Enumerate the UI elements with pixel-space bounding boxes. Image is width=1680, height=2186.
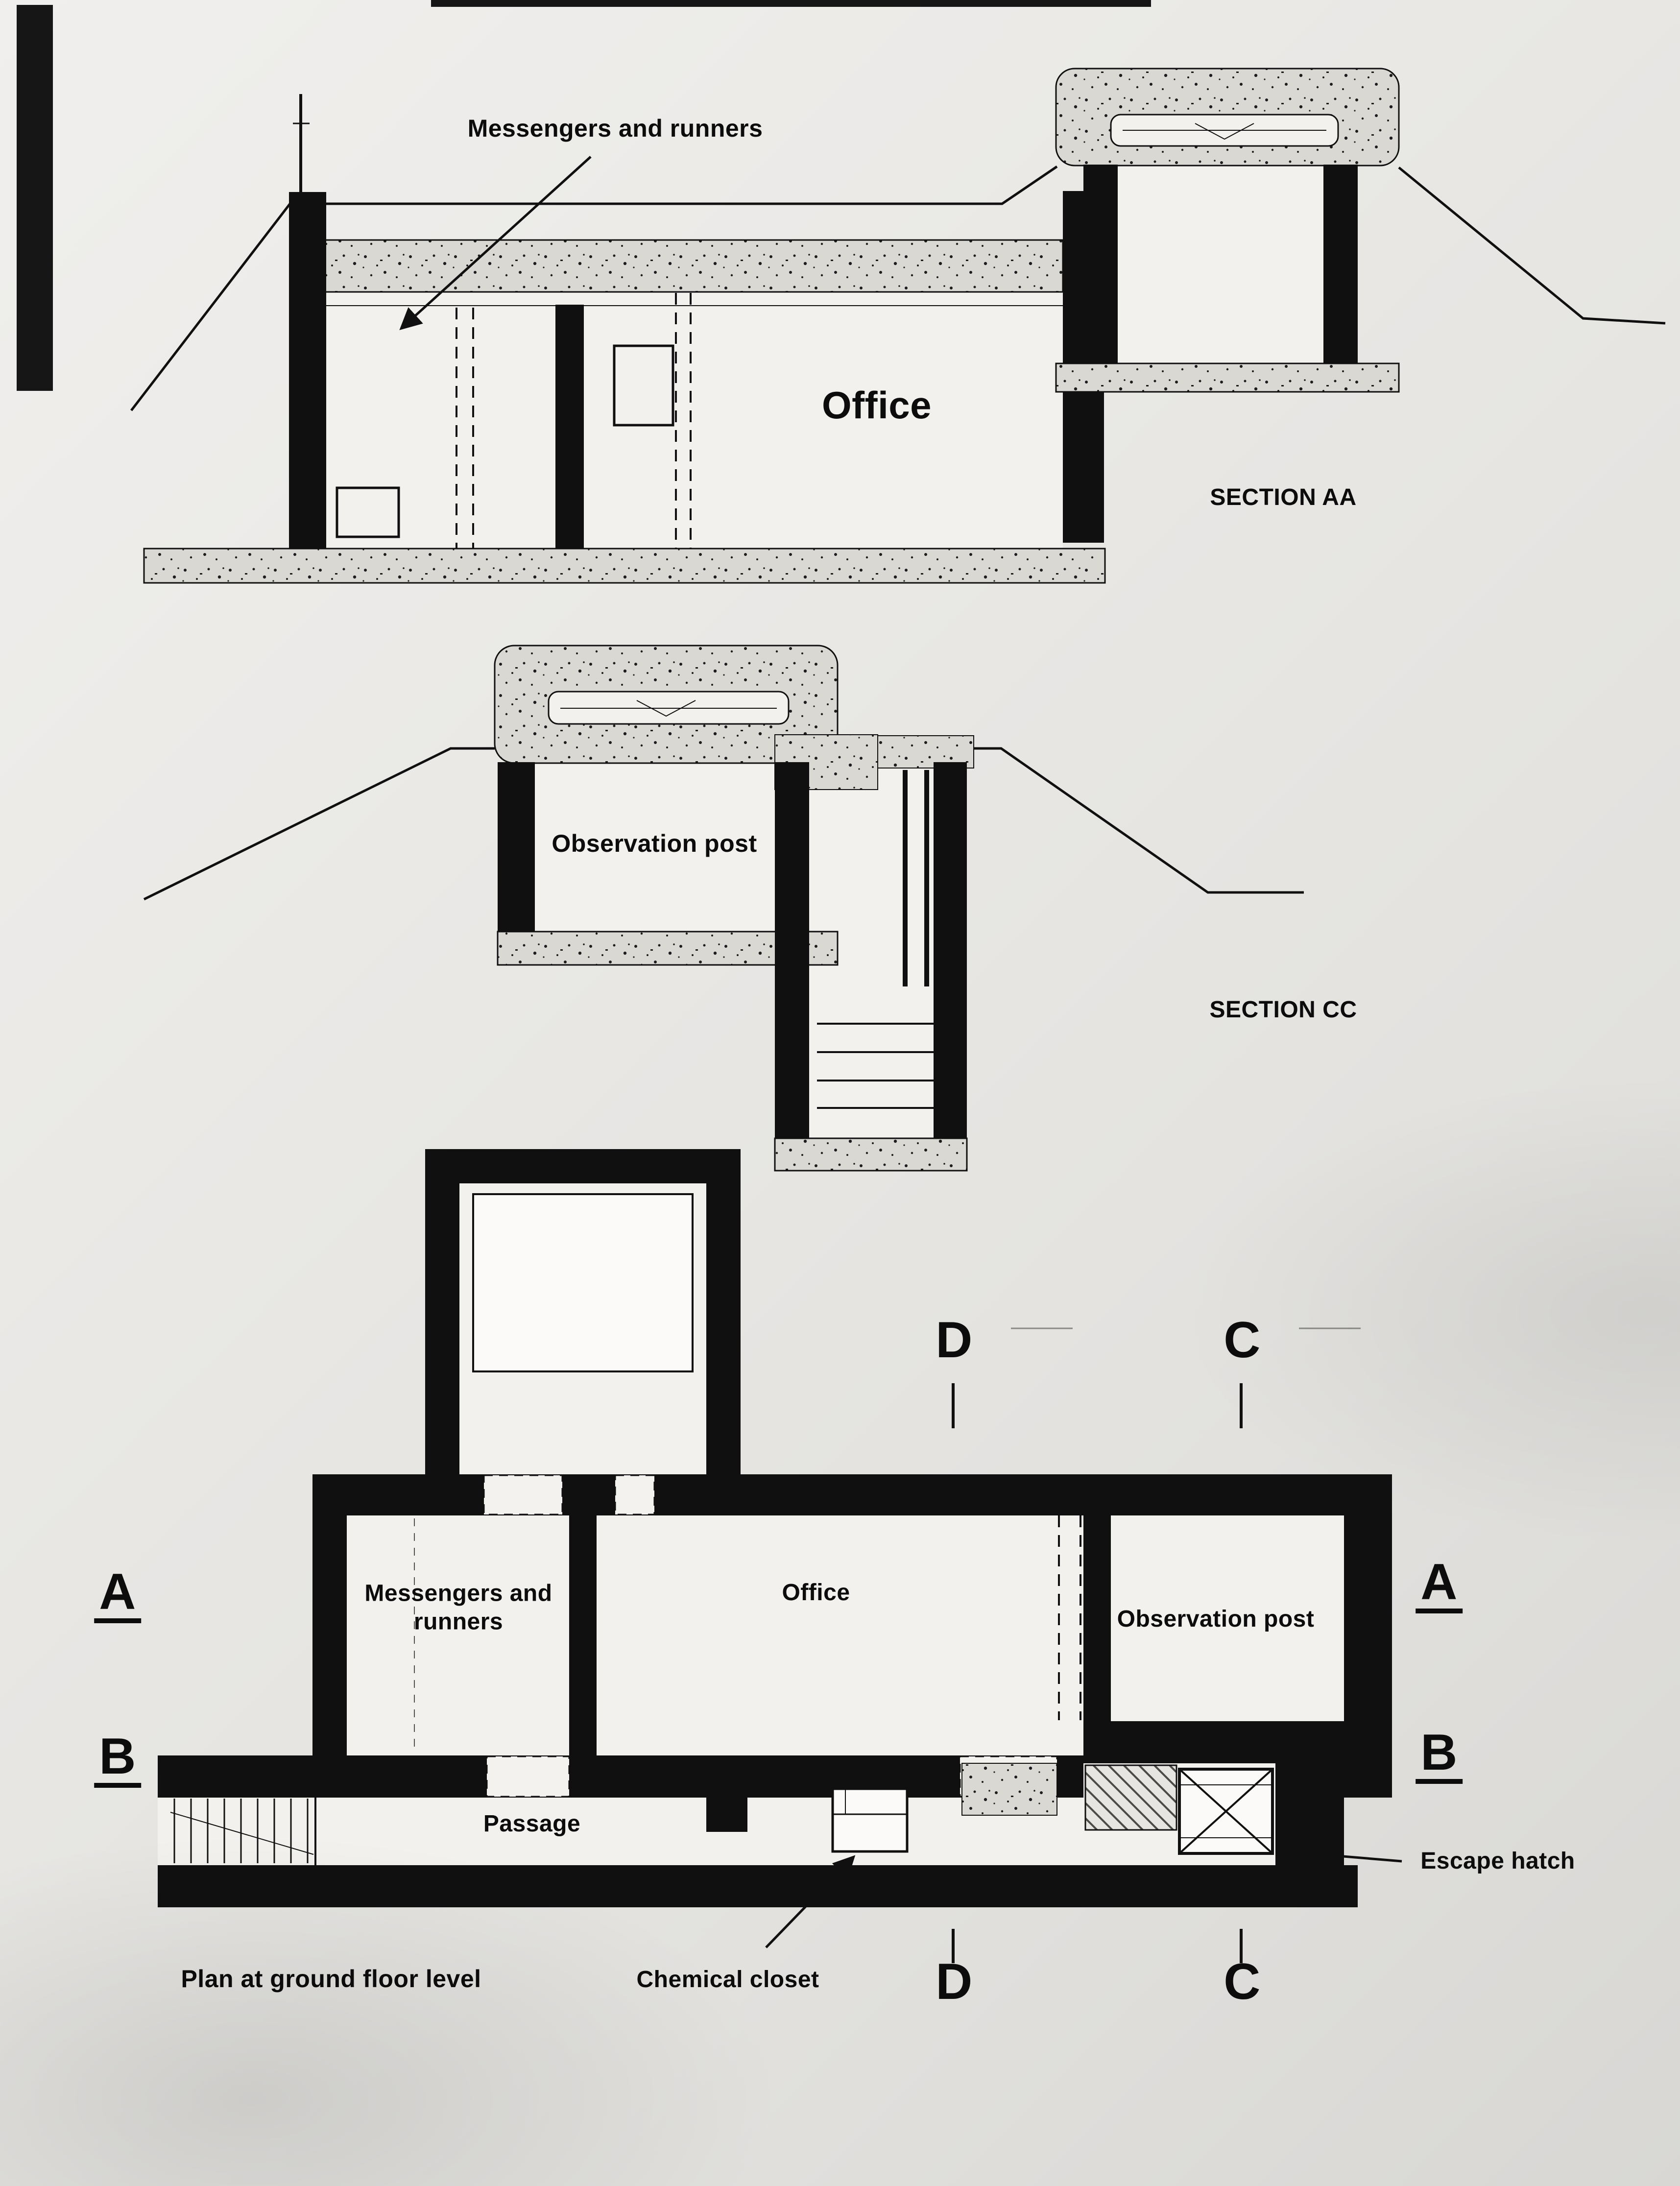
ground-line	[290, 165, 1058, 205]
label-plan-caption: Plan at ground floor level	[181, 1965, 481, 1993]
shaft-bottom-slab	[774, 1137, 968, 1172]
section-marker-c-top: C	[1224, 1312, 1261, 1369]
section-marker-d-bottom: D	[936, 1953, 973, 2010]
wall-left	[289, 192, 326, 554]
section-marker-a-right: A	[1416, 1557, 1463, 1613]
label-escape-hatch: Escape hatch	[1420, 1848, 1575, 1874]
cc-wall-right	[934, 762, 967, 1138]
plan-wall-passage-top	[158, 1755, 1083, 1798]
floor-slab	[143, 548, 1106, 584]
section-marker-c-bottom: C	[1224, 1953, 1261, 2010]
messengers-leader-arrow	[399, 156, 592, 331]
chemical-closet-arrow	[765, 1855, 856, 1948]
section-aa-drawing	[130, 68, 1666, 584]
section-marker-b-right: B	[1416, 1727, 1463, 1784]
hatched-pier	[1084, 1764, 1177, 1831]
plan-wall-top	[312, 1474, 1392, 1515]
terrain-slope-right	[1398, 167, 1666, 325]
label-passage: Passage	[483, 1811, 581, 1837]
section-marker-d-top: D	[936, 1312, 973, 1369]
label-office-section: Office	[821, 384, 932, 427]
label-plan-messengers: Messengers and runners	[364, 1580, 552, 1634]
section-marker-a-left: A	[94, 1566, 141, 1623]
cc-wall-mid	[775, 762, 809, 1138]
passage-stairs	[170, 1797, 316, 1865]
antenna-mast	[293, 94, 310, 204]
plan-wall-obs-left	[1083, 1474, 1111, 1763]
plan-wall-bottom-right	[1275, 1762, 1344, 1907]
plan-wall-obs-bottom	[1083, 1721, 1392, 1763]
label-messengers-runners-section: Messengers and runners	[467, 115, 763, 142]
cupboard	[613, 344, 674, 427]
concrete-roof-slab	[317, 239, 1064, 293]
scan-edge-artifacts	[17, 0, 1151, 391]
wall-interior	[555, 305, 584, 549]
ground-floor-plan	[158, 1149, 1402, 1963]
stair-steps	[817, 1023, 934, 1109]
ladder	[903, 770, 929, 986]
label-chemical-closet: Chemical closet	[636, 1967, 819, 1993]
section-marker-b-left: B	[94, 1731, 141, 1788]
terrain-slope-left	[130, 203, 291, 411]
label-section-cc: SECTION CC	[1209, 997, 1357, 1023]
cc-wall-left	[498, 762, 535, 938]
label-plan-observation: Observation post	[1117, 1606, 1315, 1633]
plan-wall-messengers-office	[569, 1515, 597, 1756]
berm-left	[143, 747, 495, 901]
label-observation-post-section: Observation post	[552, 830, 757, 857]
observation-cupola-cc	[494, 645, 839, 764]
plan-wall-left	[312, 1474, 347, 1798]
label-section-aa: SECTION AA	[1210, 484, 1357, 511]
bench	[336, 486, 400, 538]
chemical-closet-fixture	[831, 1787, 909, 1853]
escape-hatch-arrow	[1280, 1842, 1402, 1864]
observation-cupola-section	[1055, 68, 1400, 393]
escape-hatch-symbol	[1178, 1768, 1274, 1855]
section-cc-drawing	[143, 645, 1304, 1172]
section-cut-ticks	[952, 1327, 1361, 1963]
plan-wall-bottom	[158, 1865, 1358, 1907]
label-plan-office: Office	[782, 1580, 850, 1606]
entrance-lobby-room	[472, 1193, 694, 1372]
